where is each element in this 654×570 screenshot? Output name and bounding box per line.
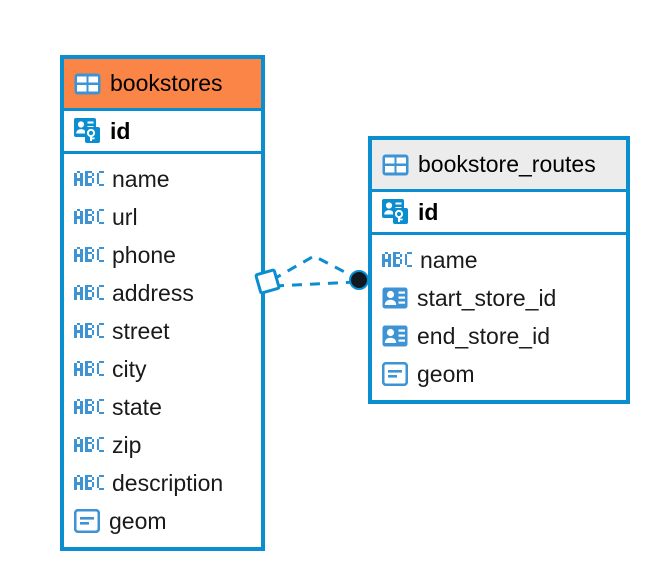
abc-text-icon xyxy=(74,206,104,230)
foreign-key-icon xyxy=(382,287,408,309)
column-row-zip[interactable]: zip xyxy=(64,426,261,464)
table-icon xyxy=(74,73,101,95)
column-row-description[interactable]: description xyxy=(64,464,261,502)
column-name-id: id xyxy=(110,117,131,144)
column-label: street xyxy=(112,317,170,344)
primary-key-icon xyxy=(382,199,409,225)
abc-text-icon xyxy=(74,396,104,420)
primary-key-icon xyxy=(74,118,101,144)
column-row-id[interactable]: id xyxy=(64,108,261,154)
column-name-id: id xyxy=(418,198,439,225)
column-row-id[interactable]: id xyxy=(372,189,626,235)
column-label: end_store_id xyxy=(417,322,550,349)
column-row-state[interactable]: state xyxy=(64,388,261,426)
column-label: geom xyxy=(417,360,475,387)
abc-text-icon xyxy=(74,472,104,496)
column-label: description xyxy=(112,469,224,496)
column-list-bookstore-routes: name start_store_id xyxy=(372,235,626,400)
table-title-bookstore-routes: bookstore_routes xyxy=(418,151,596,177)
table-title-bookstores: bookstores xyxy=(110,70,223,96)
relationship-connector xyxy=(254,254,369,295)
column-row-start-store-id[interactable]: start_store_id xyxy=(372,279,626,317)
column-row-city[interactable]: city xyxy=(64,350,261,388)
geometry-icon xyxy=(74,509,100,533)
er-table-bookstores[interactable]: bookstores id xyxy=(60,55,265,551)
foreign-key-icon xyxy=(382,325,408,347)
column-label: state xyxy=(112,393,162,420)
column-label: phone xyxy=(112,241,176,268)
column-label: city xyxy=(112,355,147,382)
er-table-bookstore-routes[interactable]: bookstore_routes id xyxy=(368,136,630,404)
abc-text-icon xyxy=(74,358,104,382)
column-row-geom[interactable]: geom xyxy=(64,502,261,540)
geometry-icon xyxy=(382,362,408,386)
abc-text-icon xyxy=(74,244,104,268)
column-list-bookstores: name url xyxy=(64,154,261,547)
abc-text-icon xyxy=(74,320,104,344)
table-header-bookstore-routes[interactable]: bookstore_routes xyxy=(372,140,626,189)
column-label: address xyxy=(112,279,194,306)
column-row-geom[interactable]: geom xyxy=(372,355,626,393)
column-row-phone[interactable]: phone xyxy=(64,236,261,274)
column-label: geom xyxy=(109,507,167,534)
table-header-bookstores[interactable]: bookstores xyxy=(64,59,261,108)
column-row-name[interactable]: name xyxy=(372,241,626,279)
column-row-street[interactable]: street xyxy=(64,312,261,350)
abc-text-icon xyxy=(74,282,104,306)
column-row-address[interactable]: address xyxy=(64,274,261,312)
abc-text-icon xyxy=(382,249,412,273)
column-row-end-store-id[interactable]: end_store_id xyxy=(372,317,626,355)
column-label: zip xyxy=(112,431,142,458)
column-label: start_store_id xyxy=(417,284,557,311)
relationship-line-upper xyxy=(271,254,357,282)
table-icon xyxy=(382,154,409,176)
column-label: name xyxy=(112,165,170,192)
column-label: name xyxy=(420,246,478,273)
column-label: url xyxy=(112,203,138,230)
column-row-url[interactable]: url xyxy=(64,198,261,236)
abc-text-icon xyxy=(74,168,104,192)
relationship-line-lower xyxy=(273,280,357,288)
abc-text-icon xyxy=(74,434,104,458)
column-row-name[interactable]: name xyxy=(64,160,261,198)
relationship-target-circle xyxy=(349,270,369,290)
